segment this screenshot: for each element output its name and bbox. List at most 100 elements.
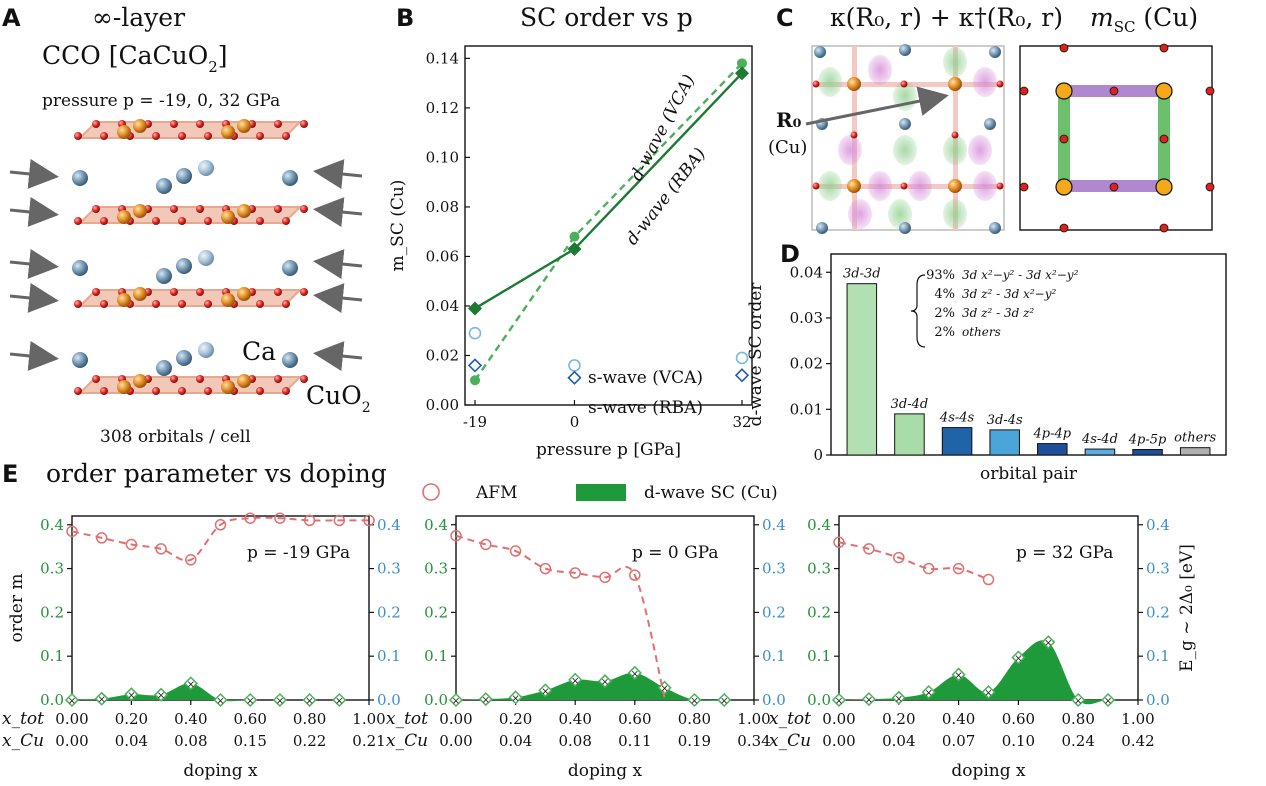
oxygen-atom <box>170 205 178 213</box>
panel-e: E order parameter vs doping AFM d-wave S… <box>2 459 1197 781</box>
sc-marker <box>627 665 642 680</box>
oxygen-atom <box>74 217 82 225</box>
panel-c-title-left: κ(R₀, r) + κ†(R₀, r) <box>830 3 1063 32</box>
panel-d-chart: 00.010.020.030.04d-wave SC orderorbital … <box>746 253 1227 484</box>
series-label-swave-rba: s-wave (RBA) <box>588 398 703 418</box>
copper-site <box>1055 178 1073 196</box>
bar <box>989 429 1020 456</box>
calcium-atom <box>72 352 88 368</box>
oxygen-atom <box>274 205 282 213</box>
sc-marker <box>921 685 936 700</box>
data-point <box>470 375 480 386</box>
oxygen-atom <box>178 132 186 140</box>
panel-e-legend: AFM d-wave SC (Cu) <box>422 483 778 503</box>
sc-marker <box>951 667 966 682</box>
y-tick-label: 0.4 <box>424 516 448 534</box>
calcium-atom <box>72 260 88 276</box>
gap-marker: × <box>835 696 843 707</box>
x-tot-label: 0.60 <box>233 710 266 728</box>
data-point <box>567 370 582 385</box>
afm-marker <box>833 536 845 549</box>
annotation-pct: 93% <box>926 268 955 283</box>
bar-label: 4s-4d <box>1081 432 1118 447</box>
y-tick-label: 0.04 <box>426 297 459 315</box>
y-tick-label: 0.0 <box>40 691 64 709</box>
r0-label: R₀ <box>776 108 802 132</box>
oxygen-site <box>1059 223 1069 233</box>
sc-marker <box>568 672 583 687</box>
afm-marker <box>244 512 256 524</box>
afm-marker <box>155 543 167 555</box>
pressure-arrow-left <box>9 158 59 189</box>
x-cu-label: 0.19 <box>678 732 711 750</box>
gap-marker: × <box>571 676 579 687</box>
sc-marker <box>448 692 464 708</box>
panel-letter-c: C <box>776 4 794 32</box>
y-tick-label-right: 0.2 <box>762 603 786 621</box>
calcium-atom <box>282 170 298 186</box>
gap-marker: × <box>1014 654 1022 665</box>
panel-b-title: SC order vs p <box>520 3 693 32</box>
afm-marker <box>569 567 581 579</box>
sc-marker <box>687 692 702 708</box>
pressure-label: p = 0 GPa <box>632 543 719 563</box>
data-point <box>468 326 482 340</box>
y-axis-label-left: order m <box>7 574 27 643</box>
x-axis-label: doping x <box>183 761 258 781</box>
afm-marker <box>509 545 522 557</box>
oxygen-atom <box>996 80 1004 88</box>
panel-c: C κ(R₀, r) + κ†(R₀, r) mSC (Cu) R₀ (Cu) <box>768 3 1215 234</box>
sc-marker <box>508 690 523 705</box>
annotation-orbitals: others <box>962 325 1001 339</box>
x-cu-label: 0.21 <box>352 732 385 750</box>
x-cu-label: 0.08 <box>558 732 591 750</box>
panel-c-title-right: mSC (Cu) <box>1090 3 1198 36</box>
copper-atom <box>221 380 235 394</box>
afm-marker <box>303 514 316 527</box>
calcium-atom <box>176 258 192 274</box>
x-cu-label: 0.24 <box>1061 732 1094 750</box>
gap-marker: × <box>127 690 135 701</box>
sc-marker <box>1101 692 1116 708</box>
negative-lobe <box>848 199 872 229</box>
oxygen-site <box>1109 86 1119 96</box>
sc-area <box>72 683 369 702</box>
y-tick-label: 0.14 <box>426 49 459 67</box>
afm-marker <box>95 532 108 544</box>
x-cu-row-label: x_Cu <box>2 731 44 751</box>
positive-lobe <box>818 171 842 201</box>
sc-marker <box>213 692 228 708</box>
afm-marker <box>599 571 611 584</box>
annotation-orbitals: 3d z² - 3d z² <box>962 306 1034 320</box>
copper-atom <box>133 119 147 133</box>
calcium-atom <box>814 46 826 58</box>
y-tick-label: 0.02 <box>426 346 459 364</box>
series-line <box>474 62 743 381</box>
x-cu-row-label: x_Cu <box>769 731 811 751</box>
y-tick-label-right: 0.0 <box>762 691 786 709</box>
legend-sc-swatch <box>576 484 626 501</box>
sc-marker <box>94 691 109 706</box>
x-tot-label: 0.40 <box>942 710 975 728</box>
oxygen-atom <box>300 120 308 128</box>
y-tick-label: 0.1 <box>424 647 448 665</box>
pressure-label: p = 32 GPa <box>1016 543 1113 563</box>
oxygen-atom <box>178 217 186 225</box>
data-point <box>468 301 482 316</box>
oxygen-atom <box>274 120 282 128</box>
y-tick-label: 0.02 <box>790 355 823 373</box>
pressure-arrow-right <box>313 159 363 190</box>
y-tick-label: 0.00 <box>426 396 459 414</box>
copper-atom <box>117 210 131 224</box>
x-cu-row-label: x_Cu <box>386 731 428 751</box>
sc-marker <box>981 685 996 700</box>
legend-sc-label: d-wave SC (Cu) <box>644 483 778 503</box>
y-tick-label: 0.2 <box>424 603 448 621</box>
oxygen-atom <box>282 217 290 225</box>
gap-marker: × <box>690 696 698 707</box>
plot-frame <box>830 253 1227 456</box>
afm-curve <box>838 541 989 581</box>
pressure-arrow-right <box>313 283 363 314</box>
